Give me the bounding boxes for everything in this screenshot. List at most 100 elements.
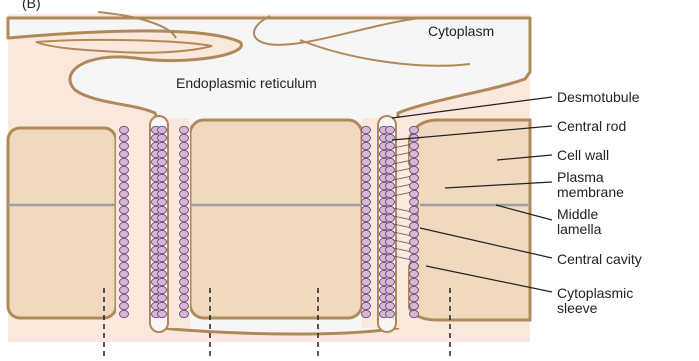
desmotubule-particle [158, 174, 167, 181]
plasma-membrane-particle [362, 270, 371, 277]
plasma-membrane-particle [180, 286, 189, 293]
plasma-membrane-particle [180, 302, 189, 309]
plasma-membrane-particle [180, 206, 189, 213]
desmotubule-particle [386, 262, 395, 269]
desmotubule-particle [386, 254, 395, 261]
plasma-membrane-particle [120, 270, 129, 277]
desmotubule-particle [158, 278, 167, 285]
plasma-membrane-particle [180, 238, 189, 245]
plasma-membrane-particle [362, 278, 371, 285]
plasma-membrane-particle [120, 150, 129, 157]
plasma-membrane-particle [120, 302, 129, 309]
figure-tag: (B) [22, 0, 41, 11]
plasma-membrane-particle [410, 182, 419, 189]
plasma-membrane-particle [120, 310, 129, 317]
plasma-membrane-particle [120, 294, 129, 301]
plasma-membrane-particle [362, 126, 371, 133]
plasma-membrane-particle [362, 158, 371, 165]
desmotubule-particle [386, 166, 395, 173]
plasma-membrane-particle [410, 126, 419, 133]
desmotubule-particle [386, 278, 395, 285]
plasma-membrane-particle [362, 214, 371, 221]
plasma-membrane-particle [410, 302, 419, 309]
plasma-membrane-particle [410, 310, 419, 317]
plasma-membrane-particle [362, 302, 371, 309]
desmotubule-particle [386, 302, 395, 309]
callout-middle-lamella: Middle lamella [557, 206, 602, 237]
plasma-membrane-particle [362, 150, 371, 157]
desmotubule-particle [158, 246, 167, 253]
plasma-membrane-particle [180, 246, 189, 253]
desmotubule-particle [158, 190, 167, 197]
desmotubule-particle [386, 150, 395, 157]
plasma-membrane-particle [410, 254, 419, 261]
desmotubule-particle [158, 310, 167, 317]
callout-central-rod: Central rod [557, 118, 626, 134]
plasma-membrane-particle [410, 158, 419, 165]
desmotubule-particle [158, 150, 167, 157]
plasma-membrane-particle [362, 174, 371, 181]
plasma-membrane-particle [180, 294, 189, 301]
desmotubule-particle [386, 158, 395, 165]
plasma-membrane-particle [362, 134, 371, 141]
plasma-membrane-particle [362, 182, 371, 189]
desmotubule-particle [386, 286, 395, 293]
callout-labels: Desmotubule Central rod Cell wall Plasma… [557, 89, 642, 316]
plasma-membrane-particle [120, 214, 129, 221]
desmotubule-particle [158, 254, 167, 261]
plasma-membrane-particle [180, 150, 189, 157]
cell-wall-block-middle [190, 120, 362, 318]
plasma-membrane-particle [120, 246, 129, 253]
plasma-membrane-particle [120, 198, 129, 205]
plasma-membrane-particle [120, 254, 129, 261]
plasma-membrane-particle [180, 270, 189, 277]
cell-wall-block-right [408, 120, 530, 320]
callout-desmotubule: Desmotubule [557, 89, 640, 105]
plasma-membrane-particle [180, 182, 189, 189]
plasma-membrane-particle [180, 134, 189, 141]
plasma-membrane-particle [120, 182, 129, 189]
plasma-membrane-particle [410, 262, 419, 269]
plasma-membrane-particle [410, 150, 419, 157]
desmotubule-particle [158, 238, 167, 245]
desmotubule-particle [158, 134, 167, 141]
plasma-membrane-particle [362, 286, 371, 293]
plasma-membrane-particle [410, 174, 419, 181]
plasma-membrane-particle [120, 190, 129, 197]
plasma-membrane-particle [362, 190, 371, 197]
plasma-membrane-particle [410, 230, 419, 237]
desmotubule-particle [386, 206, 395, 213]
desmotubule-particle [386, 230, 395, 237]
plasma-membrane-particle [180, 310, 189, 317]
plasma-membrane-particle [362, 198, 371, 205]
desmotubule-particle [158, 166, 167, 173]
desmotubule-particle [386, 198, 395, 205]
plasma-membrane-particle [362, 222, 371, 229]
plasma-membrane-particle [180, 214, 189, 221]
plasma-membrane-particle [362, 230, 371, 237]
desmotubule-particle [386, 134, 395, 141]
plasma-membrane-particle [180, 126, 189, 133]
plasma-membrane-particle [180, 190, 189, 197]
plasma-membrane-particle [362, 142, 371, 149]
plasma-membrane-particle [120, 126, 129, 133]
plasma-membrane-particle [180, 158, 189, 165]
plasma-membrane-particle [180, 166, 189, 173]
plasma-membrane-particle [120, 262, 129, 269]
desmotubule-particle [386, 294, 395, 301]
label-cytoplasm: Cytoplasm [428, 23, 494, 39]
desmotubule-particle [158, 270, 167, 277]
desmotubule-particle [158, 214, 167, 221]
desmotubule-particle [158, 158, 167, 165]
desmotubule-particle [386, 238, 395, 245]
plasma-membrane-particle [410, 270, 419, 277]
plasma-membrane-particle [180, 222, 189, 229]
desmotubule-particle [386, 190, 395, 197]
desmotubule-particle [158, 126, 167, 133]
plasma-membrane-particle [180, 278, 189, 285]
desmotubule-particle [386, 270, 395, 277]
plasma-membrane-particle [180, 174, 189, 181]
desmotubule-particle [158, 294, 167, 301]
desmotubule-particle [158, 142, 167, 149]
